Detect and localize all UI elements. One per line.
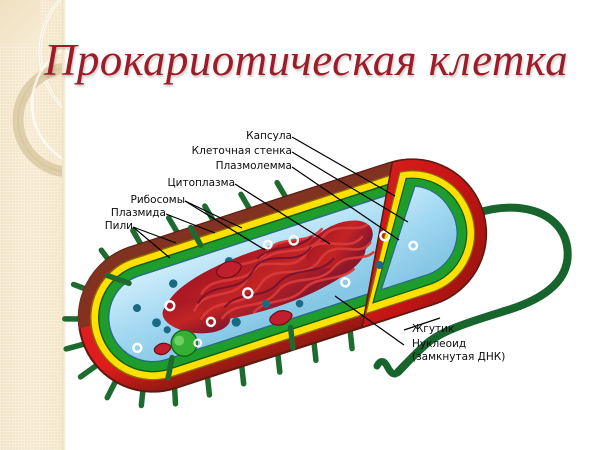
band-arc-decoration: [12, 0, 66, 178]
decorative-side-band: [0, 0, 66, 450]
label-flagellum: Жгутик: [412, 323, 455, 335]
label-capsule: Капсула: [246, 130, 292, 142]
band-edge-line: [62, 0, 66, 450]
label-nucleoid-sublabel: (замкнутая ДНК): [412, 351, 506, 363]
plasmid-group: [153, 260, 293, 356]
label-plasmid: Плазмида: [110, 207, 166, 219]
flagellum-shape: [394, 203, 572, 376]
cutaway-front-face: [360, 158, 488, 329]
label-plasmalemma: Плазмолемма: [215, 160, 292, 172]
label-cytoplasm: Цитоплазма: [167, 177, 235, 189]
label-cell-wall: Клеточная стенка: [191, 145, 292, 157]
granule-shape: [170, 329, 203, 357]
leader-lines: [132, 136, 441, 346]
cytoplasm-contents: [132, 220, 419, 357]
flagellum-tip: [373, 358, 402, 378]
cell-body: [62, 158, 488, 409]
label-ribosomes: Рибосомы: [130, 194, 185, 206]
pili-foreground: [104, 224, 296, 381]
band-top-block: [0, 0, 40, 46]
label-pili: Пили: [104, 220, 133, 232]
page-title: Прокариотическая клетка: [44, 35, 569, 85]
label-nucleoid: Нуклеоид: [412, 338, 467, 350]
